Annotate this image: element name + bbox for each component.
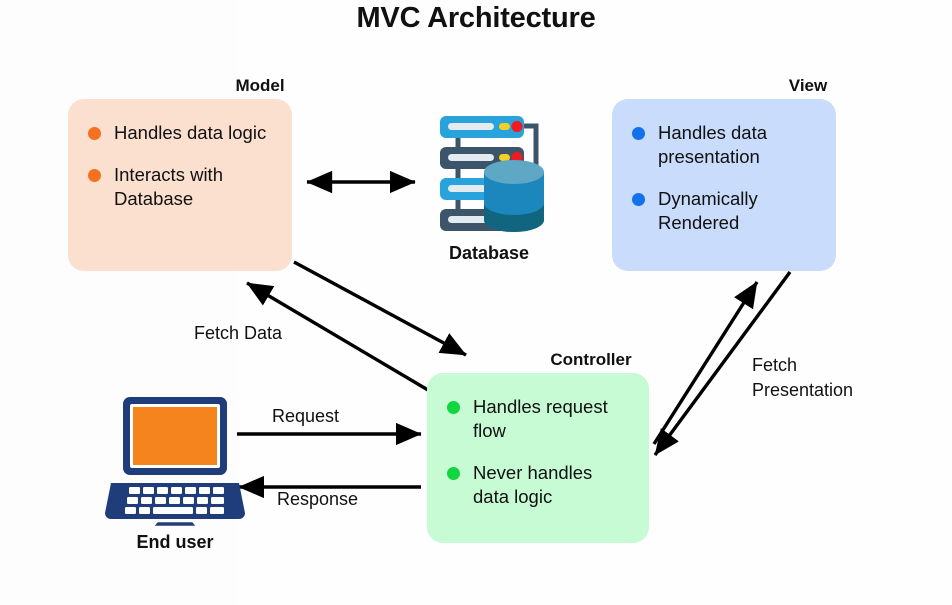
laptop-icon — [105, 397, 245, 527]
list-item: Handles data presentation — [632, 121, 818, 169]
model-bullet-2: Interacts with Database — [114, 164, 223, 209]
edge-label-fetch-presentation: Fetch Presentation — [752, 355, 854, 400]
controller-title: Controller — [550, 350, 632, 369]
view-bullet-2: Dynamically Rendered — [658, 188, 758, 233]
edge-label-fetch-data: Fetch Data — [194, 323, 283, 343]
list-item: Never handles data logic — [447, 461, 631, 509]
bullet-dot-icon — [632, 193, 645, 206]
database-server-icon — [440, 116, 544, 232]
list-item: Interacts with Database — [88, 163, 274, 211]
model-panel[interactable]: Handles data logic Interacts with Databa… — [68, 99, 292, 271]
controller-panel[interactable]: Handles request flow Never handles data … — [427, 373, 649, 543]
page-title: MVC Architecture — [356, 2, 596, 34]
bullet-dot-icon — [88, 127, 101, 140]
model-title: Model — [235, 76, 285, 95]
view-panel[interactable]: Handles data presentation Dynamically Re… — [612, 99, 836, 271]
list-item: Handles data logic — [88, 121, 274, 145]
bullet-dot-icon — [632, 127, 645, 140]
view-bullet-1: Handles data presentation — [658, 122, 768, 167]
edge-label-response: Response — [277, 489, 359, 509]
list-item: Handles request flow — [447, 395, 631, 443]
view-title: View — [788, 76, 828, 95]
bullet-dot-icon — [447, 401, 460, 414]
edge-label-request: Request — [272, 406, 340, 426]
controller-bullet-2: Never handles data logic — [473, 462, 593, 507]
bullet-dot-icon — [88, 169, 101, 182]
database-caption: Database — [448, 243, 530, 263]
bullet-dot-icon — [447, 467, 460, 480]
list-item: Dynamically Rendered — [632, 187, 818, 235]
end-user-caption: End user — [136, 532, 214, 552]
model-bullet-1: Handles data logic — [114, 122, 267, 143]
controller-bullet-1: Handles request flow — [473, 396, 608, 441]
